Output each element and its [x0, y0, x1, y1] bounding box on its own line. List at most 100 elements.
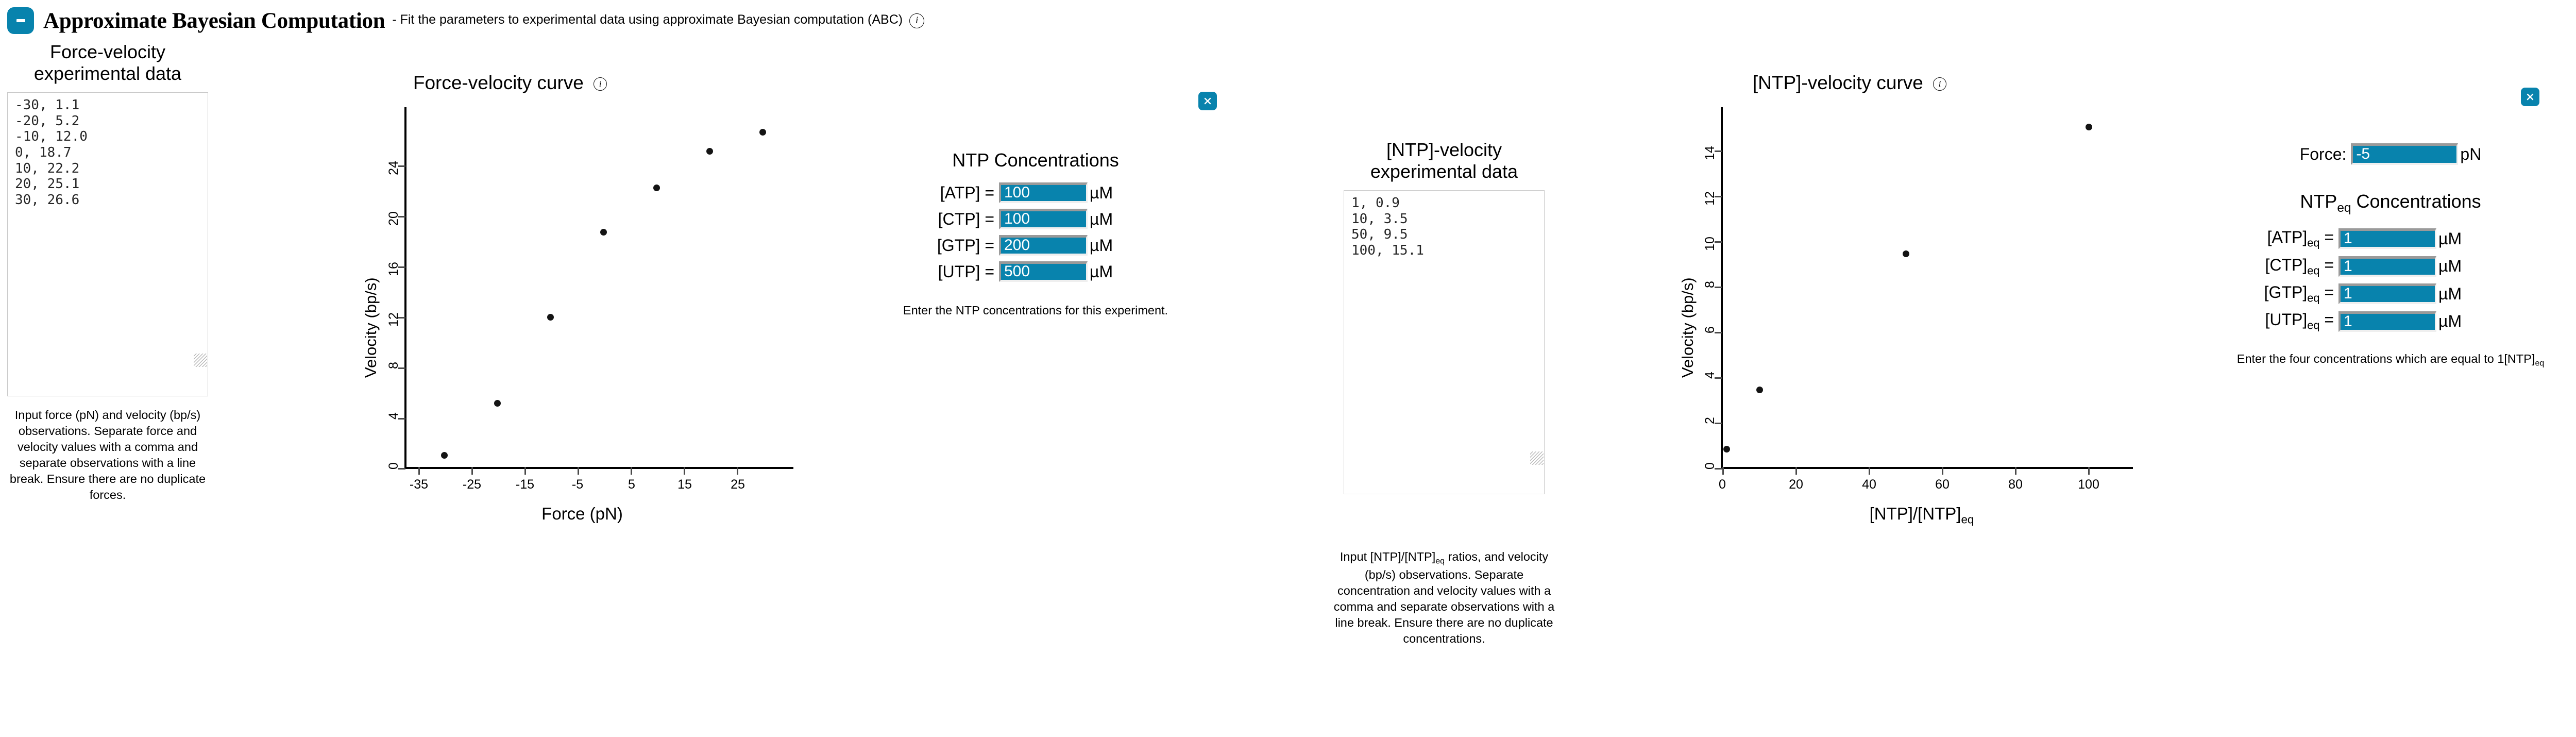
ntp-field-row: [GTP] = µM [876, 235, 1195, 256]
info-icon[interactable]: i [1933, 77, 1947, 91]
ntp-hint-pre: Input [NTP]/[NTP] [1340, 550, 1436, 563]
x-tick [737, 467, 738, 475]
ctp-input[interactable] [999, 209, 1088, 229]
data-point [759, 129, 766, 136]
gtp-label: [GTP] = [937, 236, 994, 255]
y-tick-label: 4 [386, 412, 401, 420]
ntp-eq-panel: Force: pN NTPeq Concentrations [ATP]eq =… [2200, 143, 2576, 369]
app-header: Approximate Bayesian Computation - Fit t… [0, 0, 2576, 41]
utp-eq-input[interactable] [2338, 311, 2436, 332]
plot-area: 0 2 4 6 8 10 12 14 Velocity (bp/s) 0 20 … [1649, 97, 2138, 526]
y-tick-label: 20 [386, 211, 401, 226]
x-tick [631, 467, 632, 475]
atp-input[interactable] [999, 182, 1088, 203]
ntp-eq-hint: Enter the four concentrations which are … [2200, 351, 2576, 369]
atp-eq-unit: µM [2438, 229, 2462, 248]
data-point [1723, 446, 1730, 453]
gtp-eq-input[interactable] [2338, 283, 2436, 305]
y-tick [1715, 332, 1722, 333]
y-tick-label: 14 [1703, 146, 1717, 160]
y-tick [398, 165, 405, 167]
utp-input[interactable] [999, 261, 1088, 282]
ntp-eq-title: NTPeq Concentrations [2200, 191, 2576, 215]
gtp-eq-unit: µM [2438, 284, 2462, 303]
force-data-textarea[interactable]: -30, 1.1 -20, 5.2 -10, 12.0 0, 18.7 10, … [7, 92, 208, 396]
x-tick-label: 0 [1719, 477, 1726, 492]
x-tick-label: 25 [731, 477, 745, 492]
ntp-concentrations-panel: NTP Concentrations [ATP] = µM [CTP] = µM… [876, 149, 1195, 319]
close-icon [1204, 97, 1211, 105]
ctp-label: [CTP] = [938, 209, 994, 228]
ntp-field-row: [UTP] = µM [876, 261, 1195, 282]
y-tick [398, 266, 405, 268]
y-tick [1715, 150, 1722, 152]
x-tick [1869, 467, 1870, 475]
x-tick [524, 467, 526, 475]
x-axis-label-main: [NTP]/[NTP] [1869, 504, 1961, 523]
ntp-data-hint: Input [NTP]/[NTP]eq ratios, and velocity… [1328, 549, 1560, 647]
x-axis [1721, 467, 2133, 469]
y-tick [1715, 287, 1722, 288]
y-tick [398, 468, 405, 470]
y-tick [1715, 196, 1722, 197]
y-tick-label: 0 [386, 462, 401, 470]
x-tick-label: -15 [515, 477, 535, 492]
x-tick [578, 467, 579, 475]
info-icon[interactable]: i [594, 77, 607, 91]
y-tick [398, 418, 405, 420]
data-point [441, 452, 448, 459]
x-tick-label: 100 [2078, 477, 2099, 492]
ctp-eq-input[interactable] [2338, 256, 2436, 277]
force-unit: pN [2460, 144, 2482, 163]
ntp-eq-title-rest: Concentrations [2351, 191, 2481, 212]
close-force-velocity-button[interactable] [1198, 92, 1217, 110]
y-tick-label: 12 [386, 312, 401, 327]
y-tick-label: 6 [1703, 326, 1717, 333]
ntp-data-textarea[interactable]: 1, 0.9 10, 3.5 50, 9.5 100, 15.1 [1344, 190, 1545, 494]
x-tick [471, 467, 473, 475]
force-field-row: Force: pN [2200, 143, 2576, 165]
x-tick [2088, 467, 2090, 475]
x-axis-label-sub: eq [1961, 513, 1974, 526]
x-axis-label: [NTP]/[NTP]eq [1829, 504, 2014, 527]
x-tick-label: 40 [1862, 477, 1876, 492]
y-tick [398, 367, 405, 369]
x-tick [2015, 467, 2016, 475]
x-tick-label: 15 [677, 477, 692, 492]
x-tick-label: 60 [1935, 477, 1950, 492]
page-subtitle: - Fit the parameters to experimental dat… [392, 12, 903, 27]
utp-eq-label: [UTP]eq = [2265, 310, 2334, 332]
atp-eq-label: [ATP]eq = [2267, 228, 2334, 249]
ctp-eq-label: [CTP]eq = [2265, 255, 2334, 277]
x-tick [684, 467, 685, 475]
ntp-hint-post: ratios, and velocity (bp/s) observations… [1333, 550, 1555, 645]
info-icon[interactable]: i [909, 13, 925, 28]
close-ntp-velocity-button[interactable] [2521, 88, 2539, 106]
ntp-field-row: [ATP] = µM [876, 182, 1195, 203]
y-tick-label: 4 [1703, 372, 1717, 379]
y-axis [404, 107, 406, 469]
data-point [600, 229, 607, 236]
close-icon [2527, 93, 2534, 100]
gtp-input[interactable] [999, 235, 1088, 256]
x-tick [1722, 467, 1724, 475]
data-point [1756, 387, 1763, 393]
y-axis-label: Velocity (bp/s) [362, 277, 380, 378]
x-tick-label: 5 [628, 477, 635, 492]
y-tick-label: 24 [386, 161, 401, 175]
ntp-eq-field-row: [ATP]eq = µM [2215, 228, 2576, 249]
force-label: Force: [2299, 144, 2347, 163]
collapse-toggle-button[interactable] [7, 7, 34, 34]
y-tick-label: 16 [386, 262, 401, 276]
force-data-hint: Input force (pN) and velocity (bp/s) obs… [9, 408, 206, 502]
x-tick [1942, 467, 1943, 475]
y-tick-label: 8 [1703, 281, 1717, 288]
atp-label: [ATP] = [940, 183, 994, 202]
force-input[interactable] [2351, 143, 2459, 165]
data-point [653, 185, 660, 191]
data-point [494, 400, 501, 407]
ntp-data-title: [NTP]-velocity experimental data [1370, 139, 1518, 182]
plot-area: 0 4 8 12 16 20 24 Velocity (bp/s) -35 -2… [330, 97, 793, 523]
atp-eq-input[interactable] [2338, 228, 2436, 249]
ntp-concentrations-title: NTP Concentrations [952, 149, 1119, 171]
